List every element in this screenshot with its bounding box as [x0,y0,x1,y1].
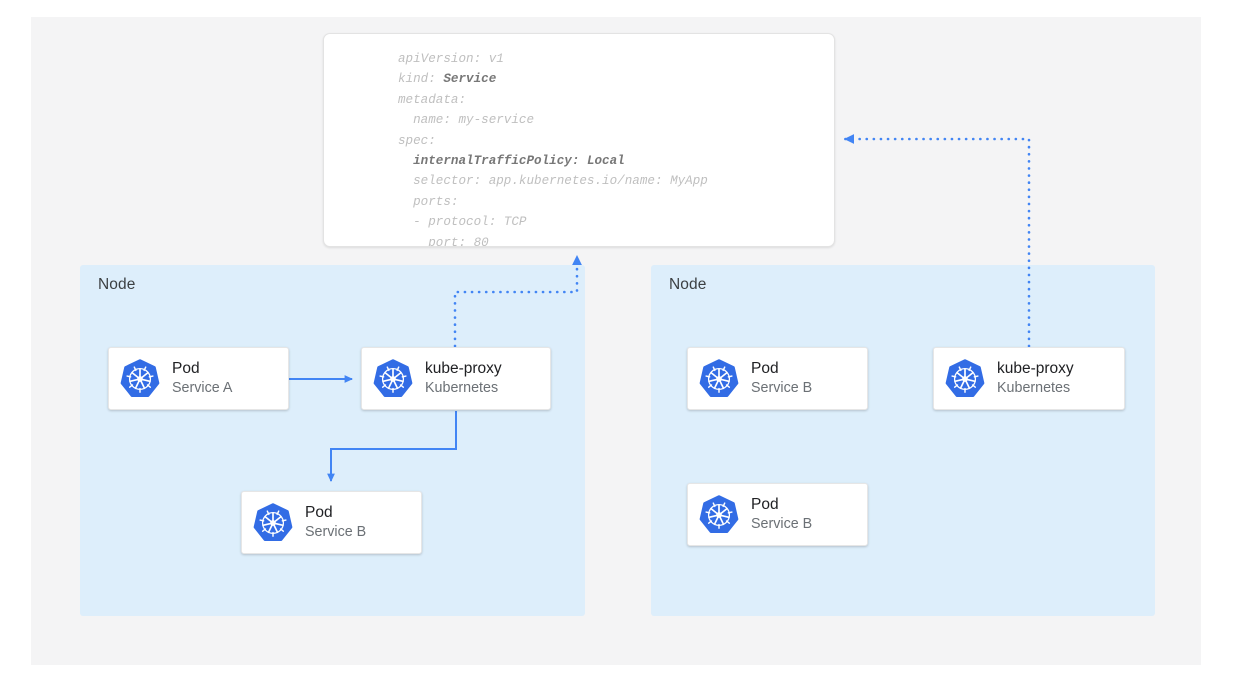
yaml-line: ports: [398,194,459,209]
yaml-line: - protocol: TCP [398,215,527,230]
card-title: Pod [751,360,779,378]
yaml-line: metadata: [398,92,467,107]
card-title: Pod [305,504,333,522]
yaml-line: apiVersion: v1 [398,52,504,66]
card-subtitle: Service B [305,523,367,540]
card-subtitle: Service B [751,379,813,396]
node-right: Node [651,265,1155,616]
kubernetes-icon [120,358,160,399]
yaml-line: spec: [398,133,436,148]
service-manifest-yaml: apiVersion: v1 kind: Service metadata: nam… [398,49,828,247]
service-manifest-card: apiVersion: v1 kind: Service metadata: nam… [323,33,835,247]
card-subtitle: Kubernetes [997,379,1071,396]
yaml-line: internalTrafficPolicy: Local [398,151,828,171]
yaml-emphasis: internalTrafficPolicy: Local [413,154,625,169]
kubernetes-icon [699,358,739,399]
card-pod-service-b-left[interactable]: Pod Service B [241,491,422,554]
kubernetes-icon [699,494,739,535]
card-pod-service-b-right-top[interactable]: Pod Service B [687,347,868,410]
card-pod-service-a[interactable]: Pod Service A [108,347,289,410]
kubernetes-icon [373,358,413,399]
node-right-label: Node [669,276,707,293]
card-subtitle: Kubernetes [425,379,499,396]
yaml-emphasis: Service [443,72,497,87]
yaml-line: port: 80 [398,235,489,247]
yaml-line: selector: app.kubernetes.io/name: MyApp [398,174,708,189]
card-title: Pod [172,360,200,378]
yaml-line: kind: Service [398,72,497,87]
kubernetes-icon [253,502,293,543]
card-kube-proxy-right[interactable]: kube-proxy Kubernetes [933,347,1125,410]
node-left: Node [80,265,585,616]
card-title: kube-proxy [425,360,502,378]
card-subtitle: Service B [751,515,813,532]
yaml-line: name: my-service [398,113,535,128]
node-left-label: Node [98,276,136,293]
card-pod-service-b-right-bottom[interactable]: Pod Service B [687,483,868,546]
card-kube-proxy-left[interactable]: kube-proxy Kubernetes [361,347,551,410]
card-title: kube-proxy [997,360,1074,378]
card-subtitle: Service A [172,379,233,396]
kubernetes-icon [945,358,985,399]
card-title: Pod [751,496,779,514]
